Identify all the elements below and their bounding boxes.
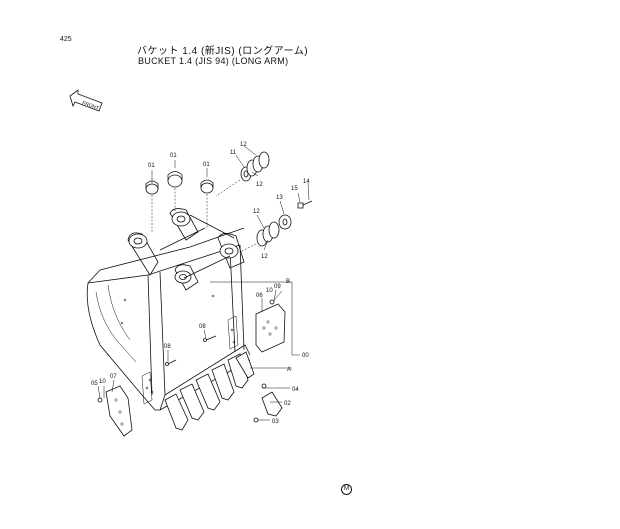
pins-08 [165, 335, 217, 366]
callout-07: 07 [110, 374, 117, 380]
callout-01: 01 [170, 153, 177, 159]
bucket-body [86, 227, 251, 411]
title-english: BUCKET 1.4 (JIS 94) (LONG ARM) [138, 56, 289, 66]
callout-12: 12 [253, 209, 260, 215]
mounting-lugs [127, 208, 245, 291]
callout-11: 11 [230, 150, 237, 156]
title-japanese: バケット 1.4 (新JIS) (ロングアーム) [137, 46, 309, 57]
callout-06: 06 [256, 293, 263, 299]
callout-02: 02 [284, 401, 291, 407]
callout-01: 01 [148, 163, 155, 169]
callout-12: 12 [261, 254, 268, 260]
shim-rings-lower [239, 214, 292, 253]
callout-10: 10 [266, 288, 273, 294]
callout-04: 04 [292, 387, 299, 393]
callout-13: 13 [276, 195, 283, 201]
callout-14: 14 [303, 179, 310, 185]
callout-B: B [286, 279, 290, 285]
callout-10: 10 [99, 379, 106, 385]
callout-12: 12 [256, 182, 263, 188]
callout-05: 05 [91, 381, 98, 387]
leader-lines [97, 145, 310, 421]
page-mark: M [341, 484, 352, 495]
side-cutter-right [255, 299, 286, 353]
callout-12: 12 [240, 142, 247, 148]
callout-09: 09 [274, 284, 281, 290]
side-cutter-left [97, 385, 133, 437]
shim-rings-upper [215, 151, 270, 197]
page-number: 425 [60, 36, 72, 43]
callout-A: A [287, 367, 291, 373]
callout-08: 08 [199, 324, 206, 330]
callout-08: 08 [164, 344, 171, 350]
tooth-point-detail [253, 383, 283, 423]
bolt-15 [297, 200, 313, 209]
callout-00: 00 [302, 353, 309, 359]
front-label: FRONT [81, 100, 99, 112]
callout-15: 15 [291, 186, 298, 192]
bucket-teeth [164, 351, 255, 431]
callout-labels: 01 01 01 11 12 12 12 12 13 14 15 06 10 0… [91, 142, 310, 425]
front-arrow-icon: FRONT [69, 89, 103, 112]
callout-03: 03 [272, 419, 279, 425]
callout-01: 01 [203, 162, 210, 168]
